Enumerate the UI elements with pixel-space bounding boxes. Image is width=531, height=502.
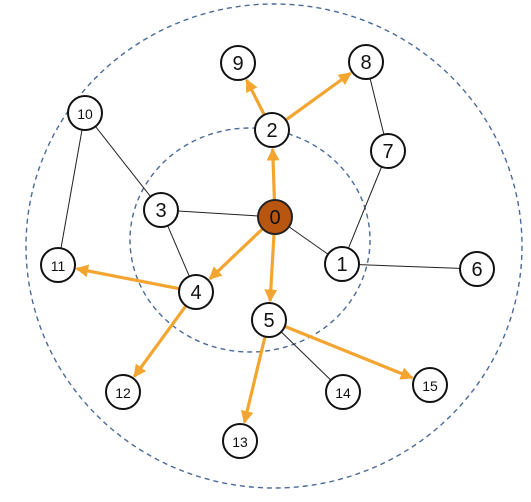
edge-2-9 — [245, 78, 266, 116]
node-circle-14 — [325, 374, 361, 410]
node-10: 10 — [67, 95, 103, 131]
node-circle-9 — [220, 45, 256, 81]
node-circle-3 — [143, 192, 179, 228]
node-9: 9 — [220, 45, 256, 81]
node-label-4: 4 — [190, 282, 201, 304]
node-3: 3 — [143, 192, 179, 228]
edge-4-12 — [132, 304, 188, 378]
node-7: 7 — [370, 133, 406, 169]
edge-0-5 — [264, 233, 278, 303]
edge-4-11 — [75, 264, 180, 291]
node-circle-13 — [222, 423, 258, 459]
node-circle-2 — [254, 112, 290, 148]
edge-0-3 — [177, 210, 259, 217]
edge-5-14 — [280, 331, 332, 381]
edge-1-7 — [347, 166, 383, 249]
node-6: 6 — [459, 251, 495, 287]
edge-0-4 — [208, 227, 264, 281]
edges-layer — [60, 71, 461, 424]
node-label-3: 3 — [155, 200, 166, 222]
outer-ring — [25, 3, 523, 489]
edge-5-15 — [284, 324, 414, 380]
edge-10-11 — [60, 129, 83, 249]
node-4: 4 — [178, 274, 214, 310]
node-label-9: 9 — [232, 53, 243, 75]
node-circle-5 — [251, 302, 287, 338]
node-circle-11 — [40, 247, 76, 283]
node-0: 0 — [257, 199, 293, 235]
node-14: 14 — [325, 374, 361, 410]
inner-ring — [129, 127, 371, 353]
node-circle-7 — [370, 133, 406, 169]
node-13: 13 — [222, 423, 258, 459]
edge-0-1 — [288, 226, 329, 255]
node-label-13: 13 — [232, 434, 248, 450]
edge-5-13 — [240, 336, 267, 424]
node-12: 12 — [105, 374, 141, 410]
node-label-2: 2 — [266, 120, 277, 142]
node-circle-10 — [67, 95, 103, 131]
edge-7-8 — [369, 78, 385, 135]
node-label-7: 7 — [382, 141, 393, 163]
edge-0-2 — [266, 147, 280, 201]
node-15: 15 — [412, 367, 448, 403]
node-label-0: 0 — [269, 207, 280, 229]
node-circle-4 — [178, 274, 214, 310]
node-circle-1 — [324, 246, 360, 282]
node-circle-8 — [348, 44, 384, 80]
node-label-5: 5 — [263, 310, 274, 332]
node-label-10: 10 — [77, 106, 93, 122]
edge-2-8 — [284, 71, 352, 122]
node-label-6: 6 — [471, 259, 482, 281]
node-label-15: 15 — [422, 378, 438, 394]
node-label-8: 8 — [360, 52, 371, 74]
edge-1-6 — [358, 264, 461, 269]
node-circle-6 — [459, 251, 495, 287]
node-1: 1 — [324, 246, 360, 282]
node-circle-12 — [105, 374, 141, 410]
edge-3-4 — [167, 225, 190, 277]
node-8: 8 — [348, 44, 384, 80]
node-circle-15 — [412, 367, 448, 403]
edge-3-10 — [95, 126, 151, 197]
node-label-12: 12 — [115, 385, 131, 401]
node-circle-0 — [257, 199, 293, 235]
node-label-14: 14 — [335, 385, 351, 401]
node-label-1: 1 — [336, 254, 347, 276]
node-5: 5 — [251, 302, 287, 338]
node-label-11: 11 — [51, 258, 66, 274]
node-2: 2 — [254, 112, 290, 148]
node-11: 11 — [40, 247, 76, 283]
